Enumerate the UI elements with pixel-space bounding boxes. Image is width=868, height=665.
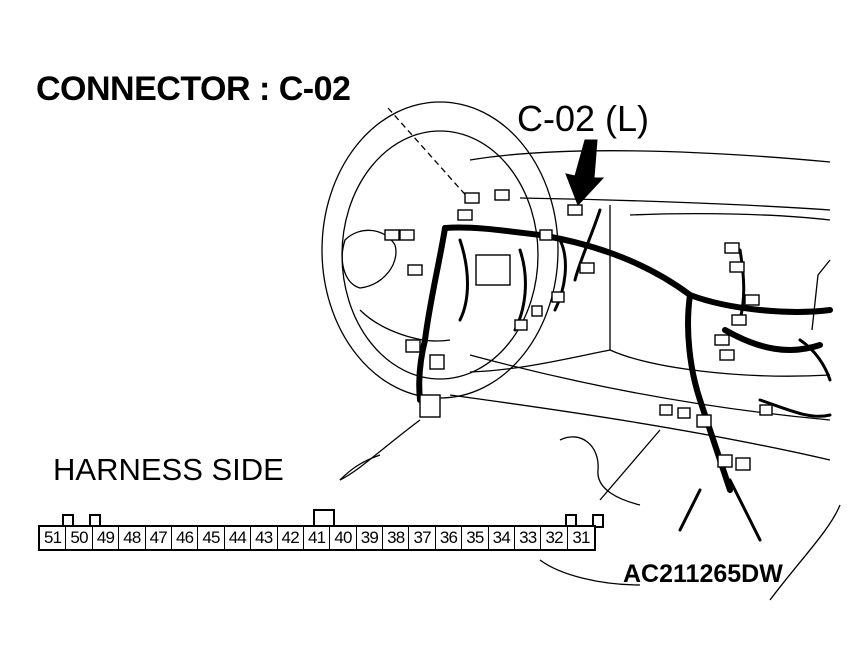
figure-code: AC211265DW xyxy=(623,560,783,588)
harness-side-label: HARNESS SIDE xyxy=(53,452,284,487)
pin-47: 47 xyxy=(146,527,172,549)
pin-50: 50 xyxy=(66,527,93,549)
pin-31: 31 xyxy=(572,528,590,547)
connector-title: CONNECTOR : C-02 xyxy=(36,70,351,108)
pin-46: 46 xyxy=(172,527,199,549)
pin-48: 48 xyxy=(119,527,146,549)
pin-36: 36 xyxy=(436,527,463,549)
pin-33: 33 xyxy=(515,527,542,549)
pin-38: 38 xyxy=(383,527,410,549)
c-02-arrow xyxy=(565,139,605,206)
pin-34: 34 xyxy=(489,527,516,549)
pin-49: 49 xyxy=(93,527,120,549)
pin-42: 42 xyxy=(278,527,304,549)
pin-35: 35 xyxy=(462,527,489,549)
dashboard-outline xyxy=(469,150,831,163)
c-02-connector xyxy=(567,204,583,216)
pin-32: 32 xyxy=(541,527,568,549)
pin-51: 51 xyxy=(40,527,67,549)
pin-37: 37 xyxy=(409,527,436,549)
callout-label: C-02 (L) xyxy=(517,98,650,139)
connector-blocks xyxy=(384,189,773,471)
steering-wheel-spoke xyxy=(341,229,397,289)
pin-44: 44 xyxy=(225,527,252,549)
pin-39: 39 xyxy=(357,527,384,549)
pin-41: 41 xyxy=(304,527,331,549)
pin-40: 40 xyxy=(330,527,357,549)
pin-43: 43 xyxy=(251,527,278,549)
pin-45: 45 xyxy=(198,527,225,549)
